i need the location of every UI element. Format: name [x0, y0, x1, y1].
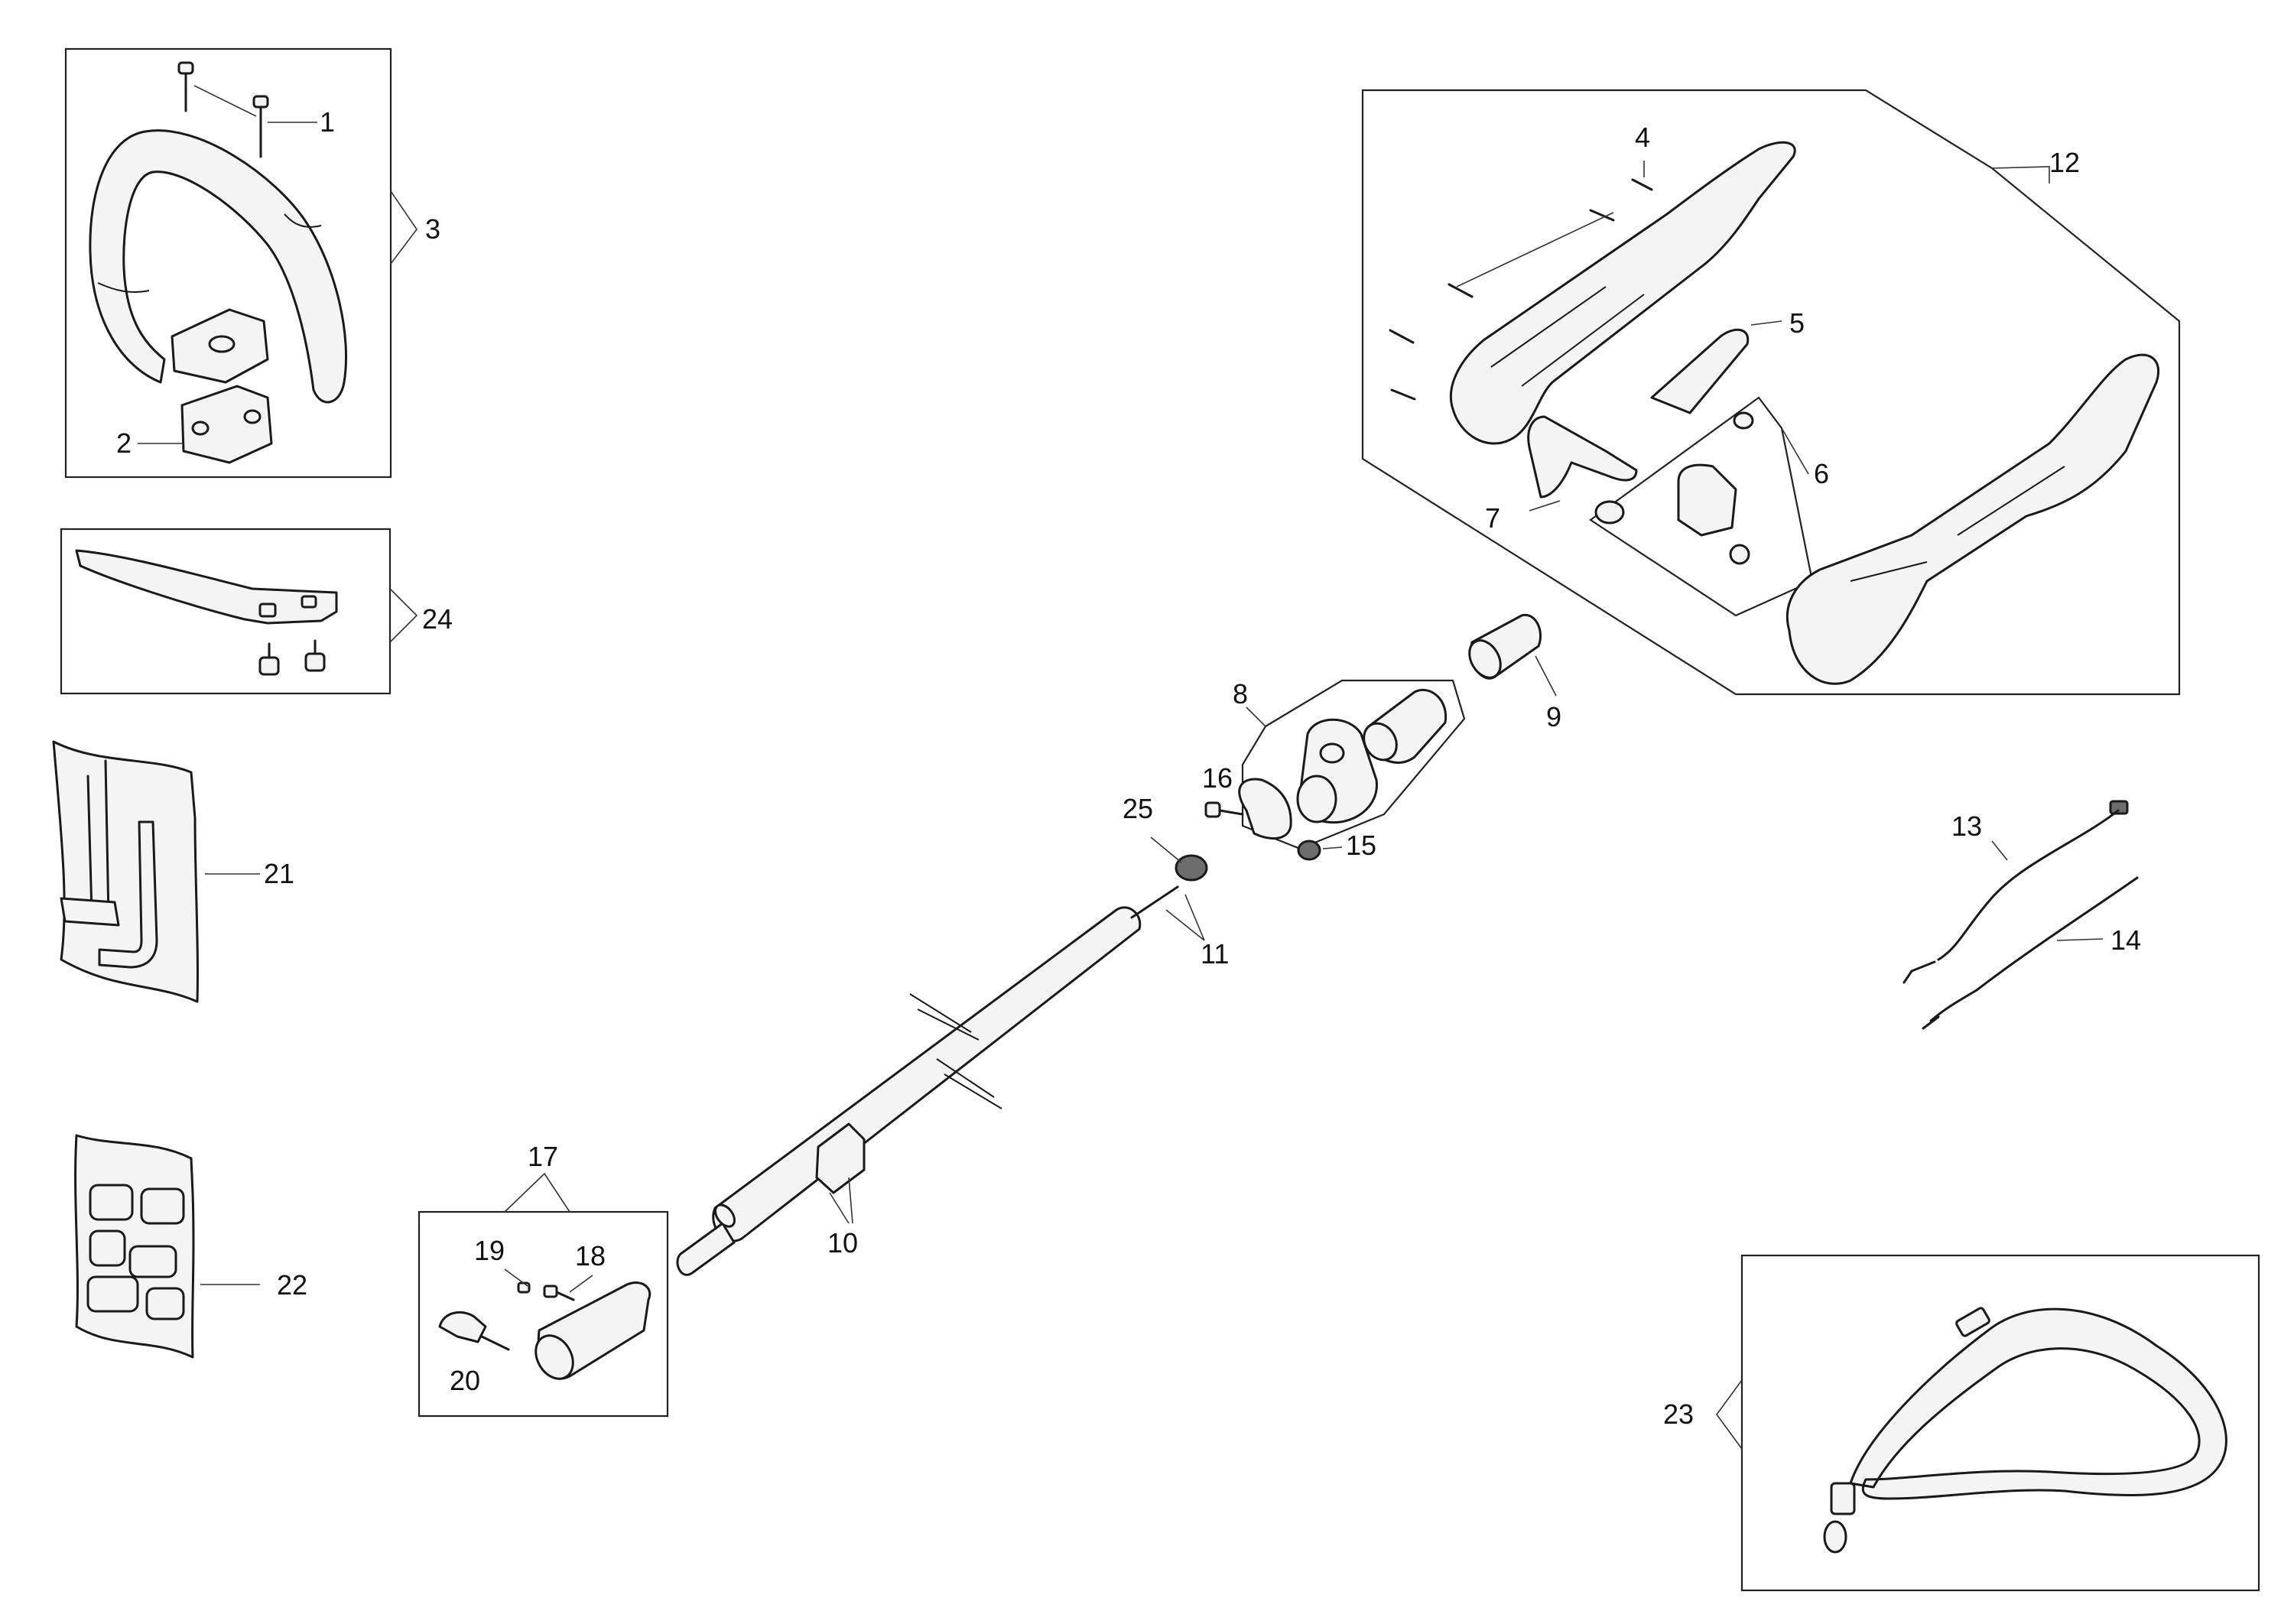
shoulder-strap-group: [1716, 1254, 2260, 1592]
coupling-group: [418, 1172, 669, 1418]
callout-6: 6: [1814, 458, 1829, 489]
handle-housing-right: [1785, 353, 2160, 685]
lever-group: [60, 528, 418, 695]
washer: [1175, 854, 1208, 882]
callout-13: 13: [1951, 810, 1982, 842]
strap-group-frame: [1740, 1254, 2260, 1592]
lever-group-frame: [60, 528, 392, 695]
callout-15: 15: [1346, 830, 1376, 861]
wrench-set: [52, 740, 260, 1003]
bracket-24: [389, 588, 418, 643]
callout-11: 11: [1201, 938, 1229, 970]
callout-17: 17: [528, 1141, 558, 1172]
callout-24: 24: [422, 603, 453, 635]
housing-screws: [1389, 178, 1653, 401]
shoulder-strap: [1849, 1307, 2227, 1500]
callout-23: 23: [1663, 1398, 1694, 1430]
inner-tube: [1468, 613, 1557, 697]
callout-5: 5: [1789, 307, 1805, 339]
throttle-lock: [1650, 328, 1750, 414]
callout-8: 8: [1233, 678, 1248, 710]
callout-7: 7: [1485, 502, 1500, 534]
main-shaft: [676, 836, 1208, 1276]
callout-16: 16: [1202, 762, 1233, 794]
callout-12: 12: [2049, 147, 2080, 178]
callout-19: 19: [474, 1235, 505, 1266]
throttle-trigger: [1527, 415, 1638, 499]
shaft-clamp: [815, 1122, 866, 1194]
drive-tube: [712, 906, 1142, 1242]
handle-housing-left: [1449, 141, 1796, 445]
callout-9: 9: [1546, 701, 1561, 732]
callout-14: 14: [2110, 924, 2141, 956]
callout-25: 25: [1123, 793, 1153, 824]
throttle-cable: [1929, 876, 2139, 1022]
bracket-17: [504, 1172, 570, 1213]
lever-plate: [75, 549, 338, 625]
callout-22: 22: [277, 1269, 307, 1301]
bracket-3: [390, 190, 418, 265]
coupling-knob: [438, 1311, 487, 1343]
main-handle-group: [1361, 89, 2181, 696]
clamp-group: [1204, 679, 1466, 861]
callout-3: 3: [425, 213, 440, 245]
callout-10: 10: [827, 1227, 858, 1259]
handle-screws: [177, 61, 269, 158]
callout-labels: 1 2 3 4 5 6 7 8 9 10 11 12 13 14 15 16 1…: [116, 106, 2141, 1430]
callout-20: 20: [450, 1365, 480, 1396]
clamp-collar: [1238, 778, 1292, 840]
callout-18: 18: [575, 1240, 606, 1272]
handle-assembly-group: [64, 47, 418, 479]
callout-21: 21: [264, 858, 294, 889]
handle-clamp-lower: [180, 385, 273, 464]
callout-1: 1: [320, 106, 335, 138]
decal-sheet: [74, 1134, 260, 1359]
wiring: [1902, 800, 2139, 1030]
coupling-group-frame: [418, 1210, 669, 1418]
stop-switch: [1677, 463, 1737, 537]
main-handle-group-frame: [1361, 89, 2181, 696]
loop-handle: [89, 129, 348, 404]
callout-4: 4: [1635, 122, 1650, 153]
callout-2: 2: [116, 427, 132, 459]
bracket-23: [1716, 1379, 1743, 1450]
wire-connector: [2109, 800, 2129, 815]
